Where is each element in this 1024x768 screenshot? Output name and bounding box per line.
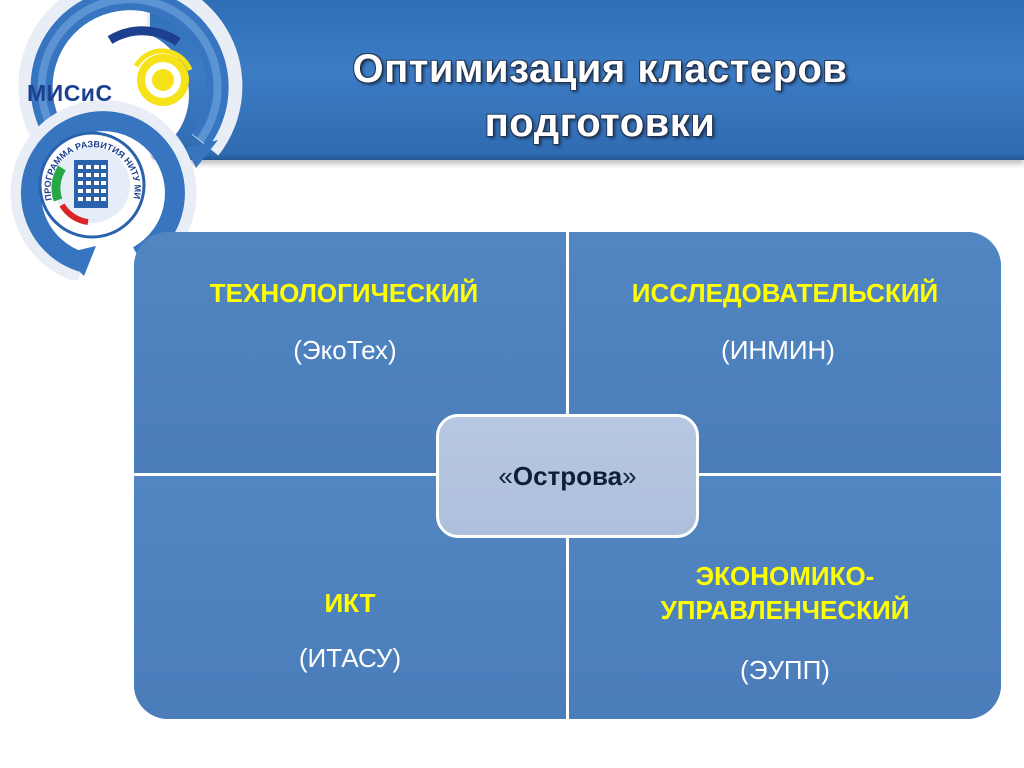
cluster-name-economic-managerial: ЭКОНОМИКО- УПРАВЛЕНЧЕСКИЙ [569,559,1001,627]
center-label: «Острова» [498,461,636,492]
misis-logo-icon [18,0,243,168]
cluster-code-ecotech: (ЭкоТех) [293,335,397,365]
cluster-name-economic-line-1: ЭКОНОМИКО- [695,561,875,591]
cluster-code-inmin: (ИНМИН) [721,335,835,365]
slide-title: Оптимизация кластеров подготовки [200,42,1000,150]
misis-brand-label: МИСиС [27,80,113,106]
logo-area: ПРОГРАММА РАЗВИТИЯ НИТУ МИСИС МИСиС [0,0,250,280]
slide-title-line-1: Оптимизация кластеров [352,47,848,91]
cluster-name-research: ИССЛЕДОВАТЕЛЬСКИЙ [631,278,939,308]
cluster-name-economic-line-2: УПРАВЛЕНЧЕСКИЙ [660,595,910,625]
center-label-text: Острова [512,460,623,491]
cluster-code-itasu: (ИТАСУ) [298,643,402,673]
close-quote: » [622,460,637,491]
cluster-code-eupp: (ЭУПП) [740,655,830,685]
slide-title-line-2: подготовки [484,101,716,145]
header-banner [150,0,1024,160]
cluster-cell-economic-managerial: ЭКОНОМИКО- УПРАВЛЕНЧЕСКИЙ (ЭУПП) [569,476,1001,719]
cluster-name-ict: ИКТ [324,588,376,618]
cluster-name-technological: ТЕХНОЛОГИЧЕСКИЙ [209,278,479,308]
logo-graphics: ПРОГРАММА РАЗВИТИЯ НИТУ МИСИС [0,0,243,280]
center-box-islands: «Острова» [436,414,699,538]
open-quote: « [498,460,513,491]
